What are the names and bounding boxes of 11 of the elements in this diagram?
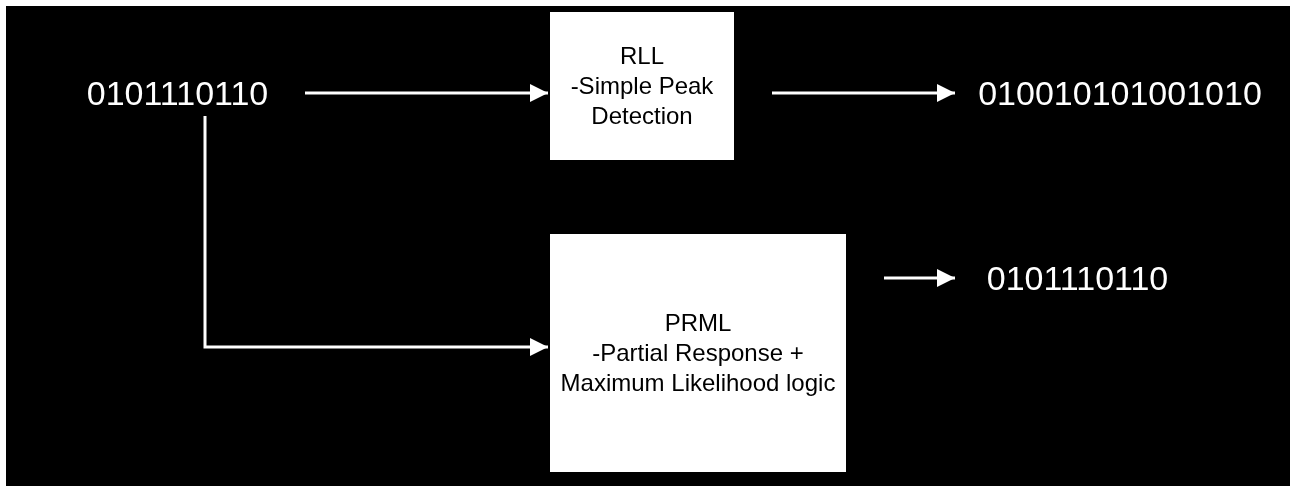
arrow bbox=[772, 84, 955, 102]
box-heading: PRML bbox=[664, 308, 732, 338]
bit-sequence: 010010101001010 bbox=[960, 70, 1280, 116]
box-description: -Simple Peak Detection bbox=[569, 71, 715, 131]
bit-sequence: 0101110110 bbox=[60, 70, 295, 116]
arrow bbox=[305, 84, 548, 102]
arrow bbox=[884, 269, 955, 287]
bit-sequence: 0101110110 bbox=[960, 255, 1195, 301]
arrow bbox=[203, 116, 548, 356]
box-description: -Partial Response + Maximum Likelihood logic bbox=[559, 338, 837, 398]
box-heading: RLL bbox=[620, 41, 664, 71]
